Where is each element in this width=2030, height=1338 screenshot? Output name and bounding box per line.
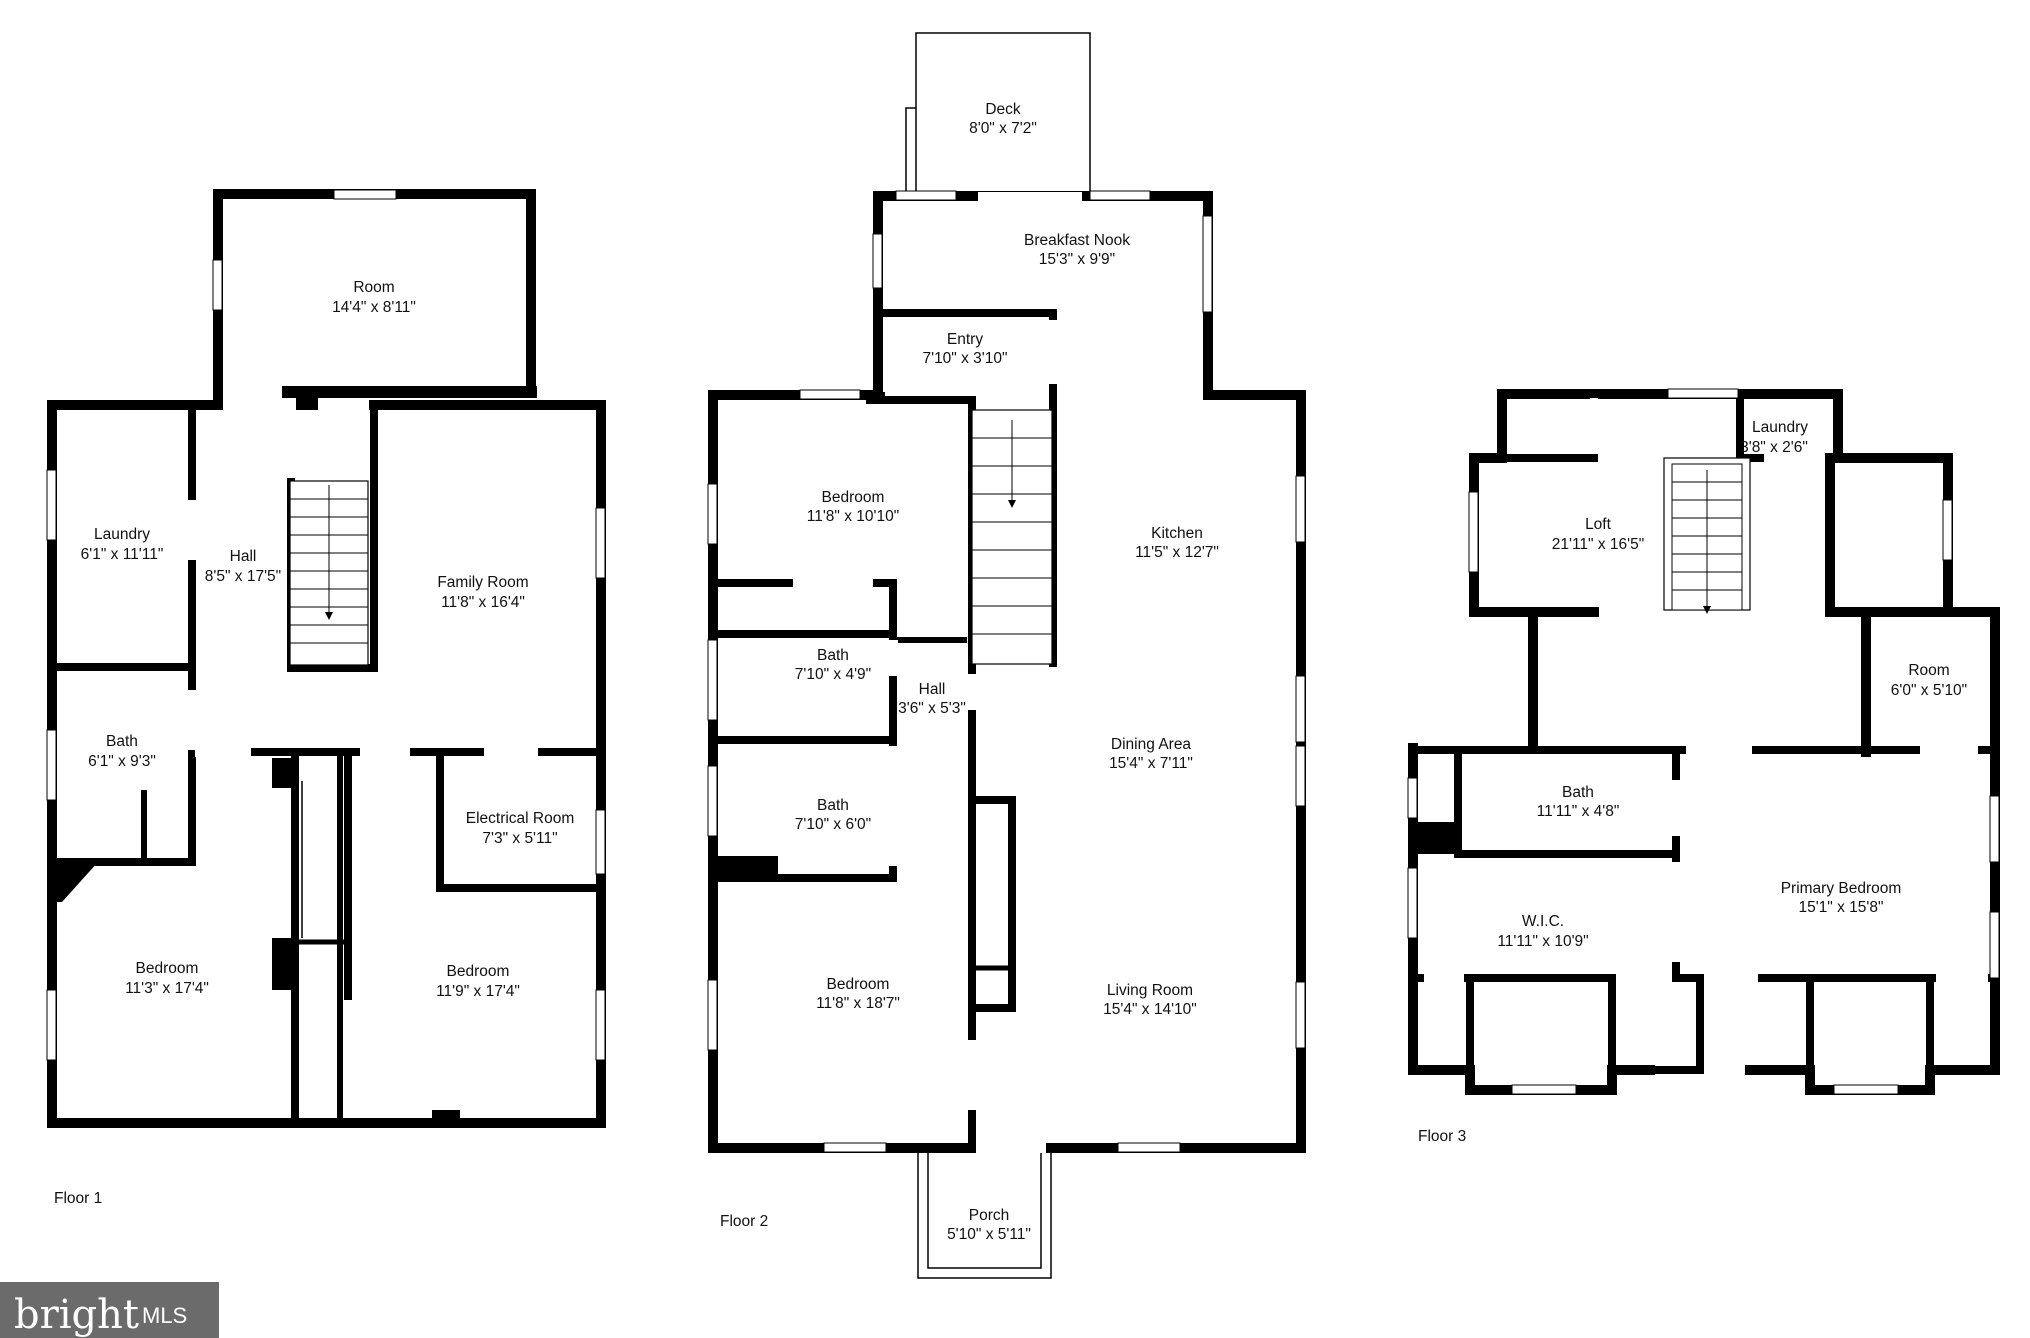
room-label: Deck xyxy=(985,101,1021,118)
room-label: Bedroom xyxy=(822,489,885,506)
room-label: Bath xyxy=(106,733,138,750)
room-label: W.I.C. xyxy=(1522,913,1564,930)
room-dimensions: 6'1" x 11'11" xyxy=(81,546,164,563)
floor-3-plan xyxy=(1407,388,2000,1095)
room-label: Room xyxy=(353,279,394,296)
room-dimensions: 8'0" x 7'2" xyxy=(969,120,1037,137)
logo-suffix: MLS xyxy=(142,1303,187,1328)
floor-3-labels: Laundry 3'8" x 2'6" Loft 21'11" x 16'5" … xyxy=(1418,419,1967,1145)
room-label: Porch xyxy=(969,1207,1010,1224)
floor-1-stairs xyxy=(289,480,369,666)
room-dimensions: 15'1" x 15'8" xyxy=(1798,899,1883,916)
room-label: Bedroom xyxy=(136,960,199,977)
floor-2-labels: Deck 8'0" x 7'2" Breakfast Nook 15'3" x … xyxy=(720,101,1219,1243)
floor-label: Floor 1 xyxy=(54,1190,102,1207)
room-label: Breakfast Nook xyxy=(1024,232,1130,249)
room-label: Hall xyxy=(230,548,257,565)
room-dimensions: 7'10" x 3'10" xyxy=(922,350,1007,367)
room-dimensions: 6'0" x 5'10" xyxy=(1891,682,1967,699)
room-dimensions: 14'4" x 8'11" xyxy=(332,299,416,316)
room-dimensions: 7'3" x 5'11" xyxy=(482,830,557,847)
room-label: Electrical Room xyxy=(466,810,575,827)
room-dimensions: 11'3" x 17'4" xyxy=(125,980,209,997)
room-dimensions: 8'5" x 17'5" xyxy=(205,568,281,585)
floor-2-plan xyxy=(707,32,1306,1279)
room-dimensions: 15'4" x 7'11" xyxy=(1109,755,1193,772)
room-label: Bedroom xyxy=(447,963,510,980)
room-dimensions: 15'3" x 9'9" xyxy=(1039,251,1115,268)
room-label: Bath xyxy=(817,797,849,814)
room-dimensions: 7'10" x 6'0" xyxy=(795,816,871,833)
room-label: Laundry xyxy=(94,526,150,543)
room-label: Room xyxy=(1908,662,1949,679)
room-dimensions: 11'8" x 16'4" xyxy=(441,594,525,611)
room-dimensions: 15'4" x 14'10" xyxy=(1103,1001,1197,1018)
floor-1-plan xyxy=(46,189,606,1128)
room-dimensions: 11'11" x 4'8" xyxy=(1537,803,1620,820)
floor-3-stairs xyxy=(1663,457,1751,614)
room-label: Living Room xyxy=(1107,982,1193,999)
floor-label: Floor 3 xyxy=(1418,1128,1466,1145)
room-dimensions: 11'8" x 10'10" xyxy=(807,508,899,525)
room-label: Kitchen xyxy=(1151,525,1203,542)
floor-1-labels: Room 14'4" x 8'11" Laundry 6'1" x 11'11"… xyxy=(54,279,574,1207)
room-label: Dining Area xyxy=(1111,736,1192,753)
room-dimensions: 6'1" x 9'3" xyxy=(88,753,156,770)
room-dimensions: 3'6" x 5'3" xyxy=(898,700,966,717)
room-dimensions: 7'10" x 4'9" xyxy=(795,666,871,683)
floor-label: Floor 2 xyxy=(720,1213,768,1230)
room-dimensions: 11'5" x 12'7" xyxy=(1135,544,1219,561)
room-label: Hall xyxy=(919,681,946,698)
room-label: Entry xyxy=(947,331,983,348)
room-dimensions: 3'8" x 2'6" xyxy=(1740,439,1808,456)
logo-brand: bright xyxy=(14,1292,139,1338)
room-label: Laundry xyxy=(1752,419,1808,436)
room-label: Bath xyxy=(1562,784,1594,801)
room-label: Primary Bedroom xyxy=(1781,880,1902,897)
room-label: Loft xyxy=(1585,516,1612,533)
room-label: Bedroom xyxy=(827,976,890,993)
room-dimensions: 5'10" x 5'11" xyxy=(947,1226,1031,1243)
room-label: Bath xyxy=(817,647,849,664)
room-dimensions: 21'11" x 16'5" xyxy=(1552,536,1644,553)
room-dimensions: 11'11" x 10'9" xyxy=(1497,933,1588,950)
room-label: Family Room xyxy=(437,574,528,591)
floor-2-stairs xyxy=(971,409,1053,665)
bright-mls-logo: bright MLS xyxy=(0,1282,219,1338)
room-dimensions: 11'8" x 18'7" xyxy=(816,995,900,1012)
room-dimensions: 11'9" x 17'4" xyxy=(436,983,520,1000)
